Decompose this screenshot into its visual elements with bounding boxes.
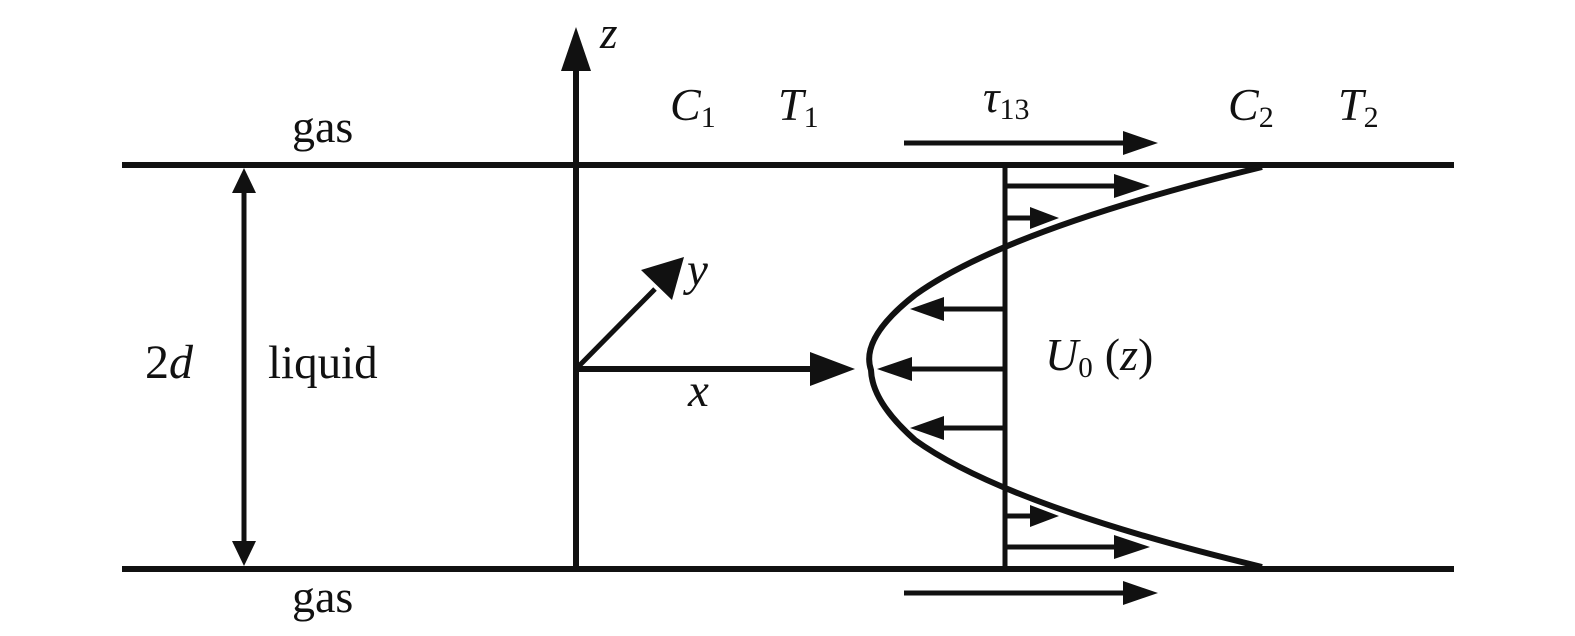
right-temperature-symbol: T xyxy=(1338,79,1367,130)
velocity-subscript: 0 xyxy=(1078,352,1093,384)
shear-stress-label: τ13 xyxy=(983,71,1029,126)
left-temperature-label: T1 xyxy=(778,79,819,134)
shear-stress-symbol: τ xyxy=(983,71,1001,122)
liquid-region-label: liquid xyxy=(268,337,378,389)
right-temperature-subscript: 2 xyxy=(1364,101,1379,134)
bottom-gas-label: gas xyxy=(292,571,353,622)
left-concentration-label: C1 xyxy=(670,79,716,134)
right-concentration-label: C2 xyxy=(1228,79,1274,134)
top-shear-stress-arrowhead xyxy=(1123,131,1158,155)
left-concentration-symbol: C xyxy=(670,79,702,130)
shear-stress-subscript: 13 xyxy=(999,93,1029,126)
y-axis-arrowhead xyxy=(641,257,684,300)
left-concentration-subscript: 1 xyxy=(701,101,716,134)
velocity-vector-bottom-1-arrowhead xyxy=(1114,535,1150,559)
x-axis-arrowhead xyxy=(810,352,855,386)
velocity-vector-center-reverse-arrowhead xyxy=(877,357,912,381)
velocity-vector-bottom-2-arrowhead xyxy=(1030,505,1059,527)
right-concentration-subscript: 2 xyxy=(1259,101,1274,134)
velocity-vector-top-2-arrowhead xyxy=(1030,207,1059,229)
y-axis xyxy=(574,287,657,371)
film-thickness-label: 2d xyxy=(145,336,194,389)
x-axis-label: x xyxy=(687,365,709,417)
z-axis-label: z xyxy=(599,8,618,58)
velocity-vector-lower-reverse-arrowhead xyxy=(910,416,944,440)
film-thickness-top-arrowhead xyxy=(232,168,256,193)
y-axis-label: y xyxy=(683,244,708,296)
velocity-symbol: U xyxy=(1045,329,1081,380)
top-gas-label: gas xyxy=(292,101,353,152)
left-temperature-subscript: 1 xyxy=(804,101,819,134)
film-thickness-symbol: d xyxy=(169,336,194,389)
velocity-vector-top-1-arrowhead xyxy=(1114,174,1150,198)
left-temperature-symbol: T xyxy=(778,79,807,130)
velocity-argument-open: ( xyxy=(1105,329,1120,380)
bottom-shear-stress-arrowhead xyxy=(1123,581,1158,605)
velocity-argument-close: ) xyxy=(1138,329,1153,380)
velocity-argument: z xyxy=(1119,329,1138,380)
parabolic-velocity-profile xyxy=(866,164,1263,570)
right-temperature-label: T2 xyxy=(1338,79,1379,134)
film-thickness-coefficient: 2 xyxy=(145,336,169,389)
film-thickness-bottom-arrowhead xyxy=(232,541,256,566)
z-axis-arrowhead xyxy=(561,27,591,71)
velocity-profile-label: U0 (z) xyxy=(1045,329,1153,384)
velocity-vector-upper-reverse-arrowhead xyxy=(910,297,944,321)
right-concentration-symbol: C xyxy=(1228,79,1260,130)
